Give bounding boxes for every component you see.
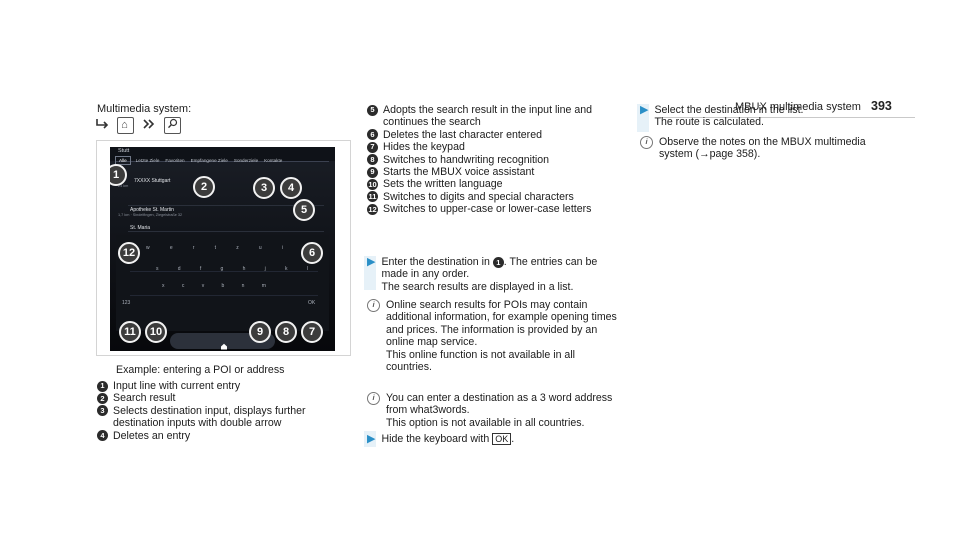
- callout-11: 11: [119, 321, 141, 343]
- legend-number: 8: [367, 154, 378, 166]
- callout-8: 8: [275, 321, 297, 343]
- info-icon: i: [640, 136, 653, 149]
- legend-number: 1: [492, 256, 504, 268]
- callout-4: 4: [280, 177, 302, 199]
- info-icon: i: [367, 392, 380, 405]
- home-icon: ⌂: [117, 117, 134, 134]
- note-2: i You can enter a destination as a 3 wor…: [367, 392, 619, 429]
- search-icon: [164, 117, 181, 134]
- callout-12: 12: [118, 242, 140, 264]
- callout-5: 5: [293, 199, 315, 221]
- figure-frame: [96, 140, 351, 356]
- info-icon: i: [367, 299, 380, 312]
- ok-key-icon: OK: [492, 433, 512, 445]
- running-header: MBUX multimedia system: [735, 101, 861, 113]
- keyboard-row: wertzuio: [146, 245, 306, 251]
- callout-3: 3: [253, 177, 275, 199]
- callout-2: 2: [193, 176, 215, 198]
- screen-result-item[interactable]: 7XXXX Stuttgart 24 km: [118, 178, 171, 188]
- section-title: Multimedia system:: [97, 103, 192, 115]
- legend-number: 1: [97, 380, 108, 392]
- legend-number: 9: [367, 166, 378, 178]
- key-ok[interactable]: OK: [308, 300, 316, 306]
- legend-number: 4: [97, 430, 108, 442]
- callout-9: 9: [249, 321, 271, 343]
- double-chevron-icon: [142, 118, 156, 133]
- step-arrow-icon: ▶: [367, 256, 376, 268]
- step-1: ▶ Enter the destination in 1. The entrie…: [367, 256, 598, 293]
- screen-tab[interactable]: Kontakte: [264, 158, 283, 163]
- legend-number: 5: [367, 104, 378, 116]
- nav-path: ⌂: [95, 117, 181, 134]
- screen-result-item[interactable]: St. Maria: [130, 225, 151, 231]
- step-3: ▶ Select the destination in the list.The…: [640, 104, 804, 129]
- figure-caption: Example: entering a POI or address: [116, 364, 285, 376]
- legend-number: 12: [367, 203, 378, 215]
- callout-7: 7: [301, 321, 323, 343]
- screen-tab[interactable]: Alle: [115, 156, 131, 165]
- legend-number: 3: [97, 405, 108, 417]
- screen-input-line[interactable]: Stutt: [118, 148, 130, 154]
- screen-tab[interactable]: Empfangene Ziele: [190, 158, 228, 163]
- legend-number: 6: [367, 129, 378, 141]
- callout-10: 10: [145, 321, 167, 343]
- legend-number: 10: [367, 178, 378, 190]
- screen-result-item[interactable]: Apotheke St. Martin 1,7 km · Sindelfinge…: [118, 207, 183, 217]
- note-3: i Observe the notes on the MBUX multimed…: [640, 136, 900, 161]
- step-arrow-icon: ▶: [367, 433, 376, 445]
- screen-tabs: Alle Letzte Ziele Favoriten Empfangene Z…: [115, 156, 283, 165]
- step-bar: [637, 104, 649, 132]
- home-icon[interactable]: [220, 337, 228, 351]
- note-1: i Online search results for POIs may con…: [367, 299, 619, 373]
- page-ref-arrow: →: [699, 148, 710, 161]
- step-bar: [364, 256, 376, 290]
- screen-illustration: [110, 147, 335, 351]
- screen-tab[interactable]: Sonderziele: [233, 158, 259, 163]
- callout-1: 1: [110, 164, 127, 186]
- page-number: 393: [871, 99, 892, 113]
- legend-number: 7: [367, 141, 378, 153]
- callout-6: 6: [301, 242, 323, 264]
- step-2: ▶ Hide the keyboard with OK.: [367, 433, 515, 445]
- key-123[interactable]: 123: [122, 300, 131, 306]
- step-bar: [364, 431, 376, 447]
- infotainment-screen: Stutt Alle Letzte Ziele Favoriten Empfan…: [110, 147, 335, 351]
- step-arrow-icon: ▶: [640, 104, 649, 116]
- header-rule: [660, 117, 915, 118]
- legend-number: 11: [367, 191, 378, 203]
- legend-number: 2: [97, 392, 108, 404]
- screen-tab[interactable]: Letzte Ziele: [135, 158, 160, 163]
- screen-tab[interactable]: Favoriten: [165, 158, 185, 163]
- arrow-right-icon: [95, 118, 109, 133]
